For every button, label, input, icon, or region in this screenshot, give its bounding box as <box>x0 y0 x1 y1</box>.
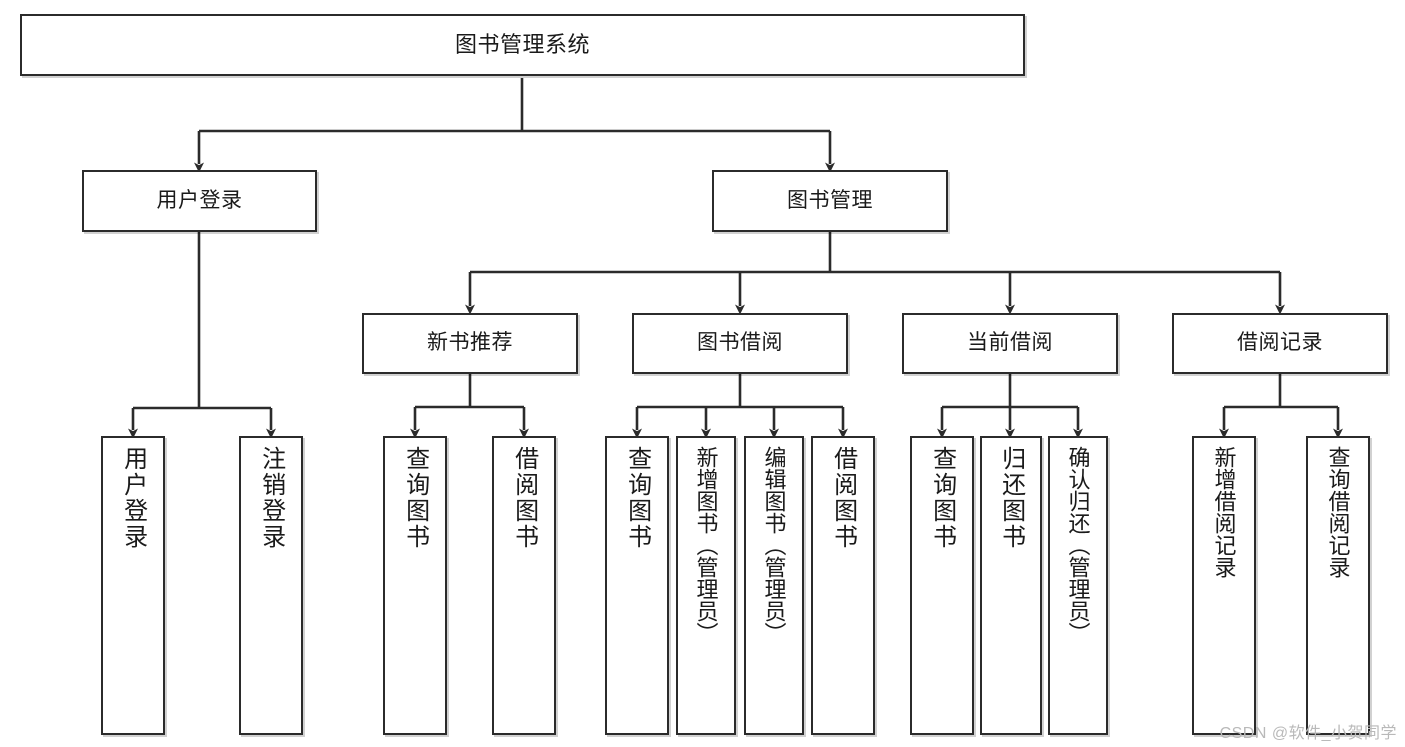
node-label: 当前借阅 <box>967 331 1053 355</box>
node-label: 借阅记录 <box>1237 331 1323 355</box>
node-label: 查询图书 <box>928 446 956 550</box>
node-label: 查询图书 <box>623 446 651 550</box>
leaf-query-book-newbook[interactable]: 查询图书 <box>383 436 447 735</box>
leaf-logout[interactable]: 注销登录 <box>239 436 303 735</box>
leaf-borrow-book-borrow[interactable]: 借阅图书 <box>811 436 875 735</box>
node-new-book-recommend[interactable]: 新书推荐 <box>362 313 578 374</box>
node-book-borrow[interactable]: 图书借阅 <box>632 313 848 374</box>
csdn-watermark: CSDN @软件_小贺同学 <box>1219 725 1397 742</box>
node-label: 确认归还（管理员） <box>1065 446 1091 644</box>
node-label: 新增借阅记录 <box>1211 446 1237 578</box>
node-label: 注销登录 <box>257 446 285 550</box>
leaf-confirm-return-admin[interactable]: 确认归还（管理员） <box>1048 436 1108 735</box>
node-label: 查询图书 <box>401 446 429 550</box>
node-label: 新书推荐 <box>427 331 513 355</box>
node-label: 借阅图书 <box>829 446 857 550</box>
node-book-management[interactable]: 图书管理 <box>712 170 948 232</box>
leaf-add-book-admin[interactable]: 新增图书（管理员） <box>676 436 736 735</box>
node-current-borrow[interactable]: 当前借阅 <box>902 313 1118 374</box>
node-label: 查询借阅记录 <box>1325 446 1351 578</box>
leaf-add-borrow-record[interactable]: 新增借阅记录 <box>1192 436 1256 735</box>
leaf-borrow-book-newbook[interactable]: 借阅图书 <box>492 436 556 735</box>
node-label: 用户登录 <box>156 188 243 212</box>
node-label: 图书管理 <box>787 188 873 212</box>
leaf-user-login[interactable]: 用户登录 <box>101 436 165 735</box>
node-borrow-record[interactable]: 借阅记录 <box>1172 313 1388 374</box>
leaf-query-book-borrow[interactable]: 查询图书 <box>605 436 669 735</box>
node-label: 归还图书 <box>997 446 1025 550</box>
node-label: 新增图书（管理员） <box>693 446 719 644</box>
node-label: 图书借阅 <box>697 331 783 355</box>
leaf-query-borrow-record[interactable]: 查询借阅记录 <box>1306 436 1370 735</box>
leaf-query-book-current[interactable]: 查询图书 <box>910 436 974 735</box>
leaf-edit-book-admin[interactable]: 编辑图书（管理员） <box>744 436 804 735</box>
leaf-return-book[interactable]: 归还图书 <box>980 436 1042 735</box>
node-label: 编辑图书（管理员） <box>761 446 787 644</box>
node-label: 借阅图书 <box>510 446 538 550</box>
node-label: 用户登录 <box>119 446 147 550</box>
node-root-book-management-system[interactable]: 图书管理系统 <box>20 14 1025 76</box>
node-user-login[interactable]: 用户登录 <box>82 170 317 232</box>
node-label: 图书管理系统 <box>454 32 590 58</box>
